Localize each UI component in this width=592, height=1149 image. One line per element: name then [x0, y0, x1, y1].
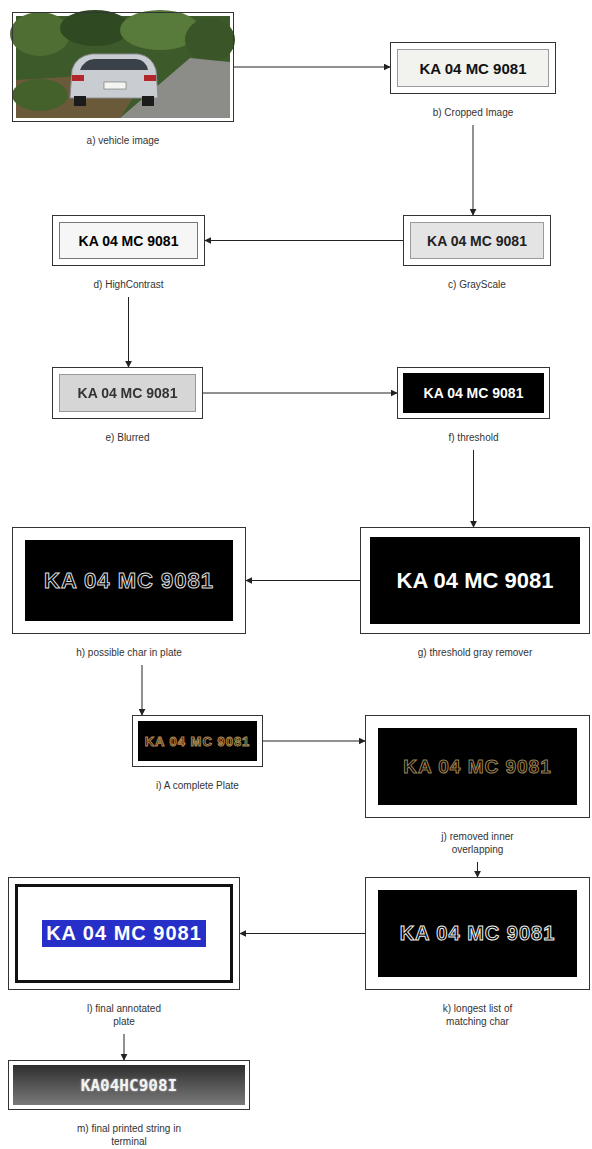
step-caption: e) Blurred	[68, 431, 188, 444]
image-box: KA 04 MC 9081 j) removed inner overlappin…	[365, 715, 590, 856]
image-box: KA 04 MC 9081 b) Cropped Image	[390, 42, 556, 119]
plate-text: KA 04 MC 9081	[145, 734, 251, 749]
image-box: KA 04 MC 9081 l) final annotated plate	[8, 877, 240, 1028]
plate-text: KA 04 MC 9081	[427, 233, 527, 249]
step-caption: a) vehicle image	[53, 134, 193, 147]
flow-arrow	[240, 933, 365, 934]
plate-image: KA 04 MC 9081	[378, 728, 577, 805]
flow-arrow	[234, 67, 390, 68]
step-caption: g) threshold gray remover	[410, 646, 540, 659]
step-caption: l) final annotated plate	[79, 1002, 169, 1028]
step-caption: i) A complete Plate	[138, 779, 258, 792]
step-caption: c) GrayScale	[417, 278, 537, 291]
image-frame: KA 04 MC 9081	[365, 877, 590, 990]
flow-arrow	[477, 862, 478, 877]
image-box: KA 04 MC 9081 k) longest list of matching…	[365, 877, 590, 1028]
plate-text: KA 04 MC 9081	[42, 920, 206, 947]
flow-arrow	[124, 1034, 125, 1060]
flow-arrow	[246, 580, 360, 581]
image-frame: KA 04 MC 9081	[365, 715, 590, 818]
plate-image: KA 04 MC 9081	[59, 374, 196, 412]
image-frame: KA 04 MC 9081	[52, 215, 205, 266]
step-caption: f) threshold	[414, 431, 534, 444]
flow-arrow	[263, 741, 365, 742]
image-frame: KA 04 MC 9081	[360, 527, 590, 634]
plate-image: KA 04 MC 9081	[59, 222, 198, 259]
image-box: a) vehicle image	[12, 12, 234, 147]
image-frame: KA 04 MC 9081	[52, 367, 203, 419]
image-frame: KA 04 MC 9081	[397, 367, 550, 419]
plate-image: KA 04 MC 9081	[378, 890, 577, 977]
plate-text: KA 04 MC 9081	[400, 922, 556, 945]
plate-text: KA 04 MC 9081	[424, 385, 524, 401]
vehicle-photo	[10, 10, 235, 118]
image-box: KA 04 MC 9081 g) threshold gray remover	[360, 527, 590, 659]
step-caption: b) Cropped Image	[413, 106, 533, 119]
image-box: KA 04 MC 9081 h) possible char in plate	[12, 527, 246, 659]
plate-image: KA 04 MC 9081	[138, 721, 257, 761]
plate-text: KA 04 MC 9081	[44, 568, 214, 594]
plate-text: KA04HC908I	[81, 1076, 177, 1095]
plate-text: KA 04 MC 9081	[397, 568, 554, 594]
plate-image: KA 04 MC 9081	[25, 540, 233, 621]
image-frame: KA 04 MC 9081	[390, 42, 556, 94]
image-box: KA 04 MC 9081 d) HighContrast	[52, 215, 205, 291]
image-box: KA 04 MC 9081 c) GrayScale	[403, 215, 551, 291]
image-box: KA 04 MC 9081 i) A complete Plate	[132, 715, 263, 792]
image-box: KA04HC908I m) final printed string in ter…	[8, 1060, 250, 1148]
plate-text: KA 04 MC 9081	[403, 756, 552, 778]
flow-arrow	[205, 240, 403, 241]
flow-arrow	[142, 665, 143, 715]
plate-image: KA04HC908I	[13, 1065, 245, 1105]
image-frame: KA 04 MC 9081	[403, 215, 551, 266]
plate-text: KA 04 MC 9081	[420, 60, 527, 77]
flow-arrow	[473, 125, 474, 215]
image-box: KA 04 MC 9081 f) threshold	[397, 367, 550, 444]
step-caption: j) removed inner overlapping	[418, 830, 538, 856]
flow-arrow	[128, 297, 129, 367]
image-box: KA 04 MC 9081 e) Blurred	[52, 367, 203, 444]
flow-arrow	[203, 393, 397, 394]
step-caption: k) longest list of matching char	[423, 1002, 533, 1028]
step-caption: d) HighContrast	[69, 278, 189, 291]
step-caption: h) possible char in plate	[69, 646, 189, 659]
image-frame: KA 04 MC 9081	[132, 715, 263, 767]
plate-image: KA 04 MC 9081	[397, 49, 549, 87]
plate-text: KA 04 MC 9081	[78, 385, 178, 401]
plate-image: KA 04 MC 9081	[370, 537, 580, 624]
plate-image: KA 04 MC 9081	[403, 373, 544, 413]
flow-arrow	[473, 450, 474, 527]
image-frame	[12, 12, 234, 122]
plate-text: KA 04 MC 9081	[79, 233, 179, 249]
plate-image: KA 04 MC 9081	[410, 222, 544, 259]
step-caption: m) final printed string in terminal	[74, 1122, 184, 1148]
plate-image: KA 04 MC 9081	[15, 884, 233, 983]
image-frame: KA04HC908I	[8, 1060, 250, 1110]
image-frame: KA 04 MC 9081	[8, 877, 240, 990]
image-frame: KA 04 MC 9081	[12, 527, 246, 634]
